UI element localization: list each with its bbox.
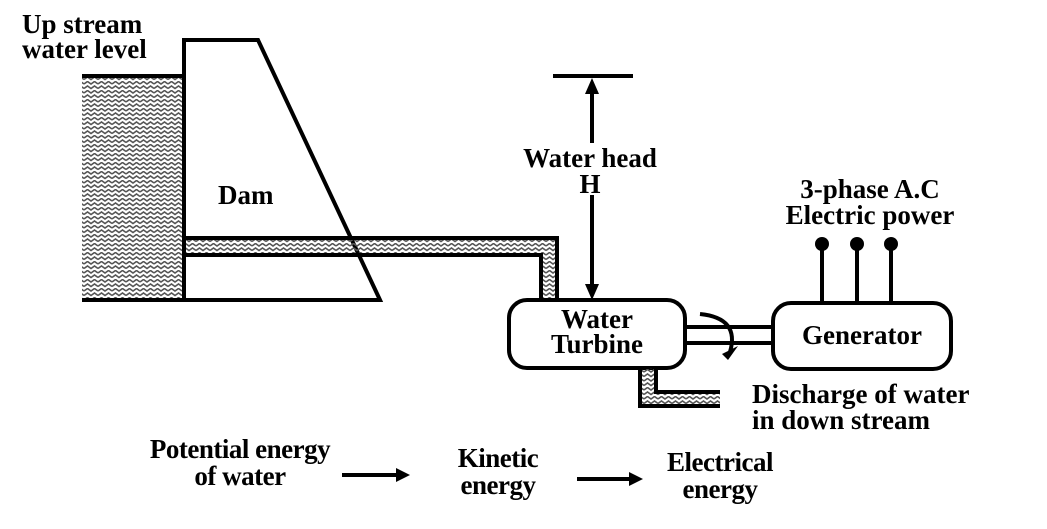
dam-label: Dam <box>218 180 274 210</box>
discharge-label: Discharge of water in down stream <box>752 379 970 435</box>
energy-arrow-1 <box>342 468 410 482</box>
arrow-up-icon <box>585 78 599 94</box>
energy-stage-electrical: Electrical energy <box>640 449 800 503</box>
power-label-line2: Electric power <box>785 200 955 230</box>
penstock <box>182 236 559 300</box>
water-head-indicator <box>553 74 633 300</box>
terminal-3 <box>884 237 898 251</box>
terminal-2 <box>850 237 864 251</box>
energy-stage-potential: Potential energy of water <box>118 436 362 490</box>
energy-stage-potential-line1: Potential energy <box>149 434 331 464</box>
upstream-label: Up stream water level <box>22 9 147 64</box>
water-head-label: Water head H <box>500 143 680 199</box>
dam <box>182 38 384 302</box>
turbine-label-line1: Water <box>561 304 633 334</box>
turbine-label-line2: Turbine <box>550 329 644 359</box>
discharge-label-line2: in down stream <box>752 405 931 435</box>
power-label-line1: 3-phase A.C <box>800 174 940 204</box>
energy-stage-kinetic-line2: energy <box>460 470 536 500</box>
water-head-line1: Water head <box>523 143 657 173</box>
generator-box <box>771 301 953 371</box>
energy-arrow-2 <box>577 472 643 486</box>
energy-stage-electrical-line2: energy <box>682 474 758 504</box>
discharge-label-line1: Discharge of water <box>752 379 970 409</box>
power-output-label: 3-phase A.C Electric power <box>755 174 985 230</box>
energy-stage-potential-line2: of water <box>194 461 286 491</box>
rotation-arrow-icon <box>699 312 734 353</box>
arrow-down-icon <box>585 284 599 300</box>
water-turbine-box <box>507 298 687 370</box>
generator-label: Generator <box>802 320 922 350</box>
water-head-symbol: H <box>579 169 601 199</box>
energy-stage-kinetic-line1: Kinetic <box>457 443 539 473</box>
upstream-label-line1: Up stream <box>22 9 143 39</box>
tailrace <box>638 368 720 408</box>
upstream-label-line2: water level <box>22 34 147 64</box>
turbine-label: Water Turbine <box>509 304 685 359</box>
energy-stage-kinetic: Kinetic energy <box>430 445 566 499</box>
energy-stage-electrical-line1: Electrical <box>667 447 773 477</box>
reservoir-water <box>82 74 184 302</box>
three-phase-terminals <box>815 237 898 303</box>
terminal-1 <box>815 237 829 251</box>
shaft <box>685 312 775 360</box>
